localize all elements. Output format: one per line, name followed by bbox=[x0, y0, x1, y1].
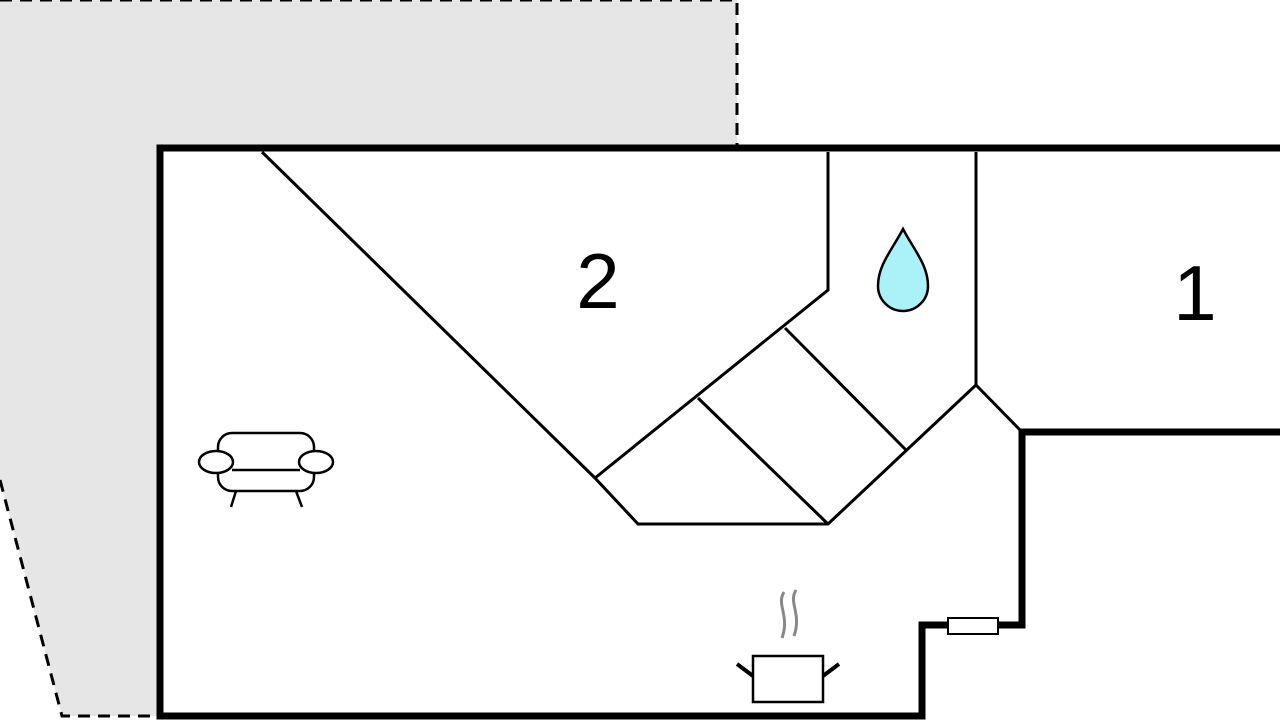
outdoor-terrace-area bbox=[0, 0, 737, 716]
stair-step bbox=[783, 326, 908, 452]
outer-walls bbox=[156, 144, 1280, 720]
sofa-icon bbox=[197, 431, 335, 508]
water-drop-icon bbox=[876, 226, 930, 313]
cooking-pot-icon bbox=[735, 589, 841, 704]
interior bbox=[160, 148, 1280, 716]
terrace-dashed-outline-lower bbox=[0, 479, 160, 718]
interior-walls bbox=[260, 150, 1024, 526]
room-label-2: 2 bbox=[576, 237, 619, 325]
room-label-1: 1 bbox=[1173, 249, 1216, 337]
stair-step bbox=[696, 396, 830, 526]
window bbox=[947, 617, 999, 635]
